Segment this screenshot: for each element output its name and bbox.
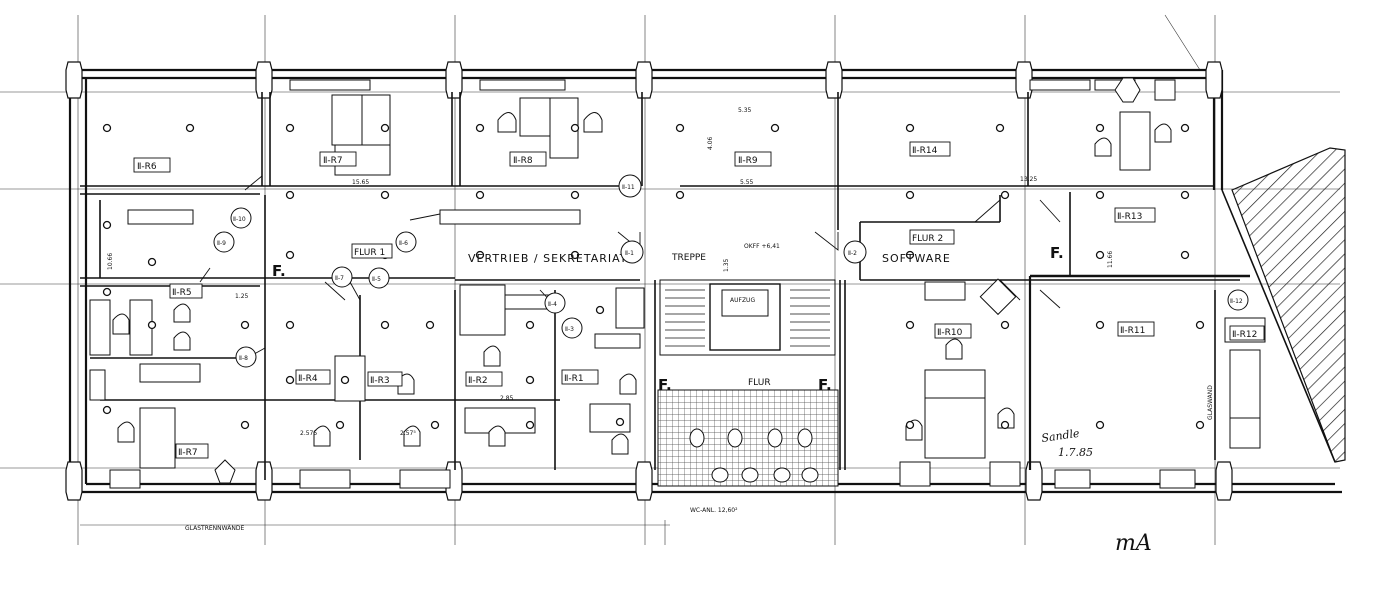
furniture: [89, 77, 1266, 489]
flur1-label: FLUR 1: [354, 248, 385, 258]
door-swings: [199, 175, 1061, 363]
tag-c11: Ⅱ-11: [622, 184, 635, 191]
dim-1325: 13.25: [1020, 176, 1037, 183]
fire-marker-1: F.: [272, 262, 286, 280]
dim-1166: 11.66: [1107, 251, 1114, 268]
signature-initials: mA: [1115, 531, 1152, 556]
zone-labels: FLUR 1 FLUR 2 VERTRIEB / SEKRETARIAT TRE…: [185, 234, 1214, 532]
room-label-boxes: [133, 141, 1265, 459]
stair-core: [659, 279, 836, 356]
dim-135: 1.35: [723, 258, 730, 272]
wc-label: WC-ANL. 12,60²: [690, 507, 738, 514]
dim-1066: 10.66: [107, 253, 114, 270]
interior-walls: [80, 92, 1250, 480]
okff-label: OKFF +6,41: [744, 243, 780, 250]
tag-c7: Ⅱ-7: [335, 275, 344, 282]
dim-125: 1.25: [235, 293, 249, 300]
flur2-label: FLUR 2: [912, 234, 943, 244]
circle-tags: Ⅱ-11 Ⅱ-10 Ⅱ-9 Ⅱ-6 Ⅱ-7 Ⅱ-5 Ⅱ-4 Ⅱ-3 Ⅱ-8 Ⅱ-…: [213, 174, 1249, 368]
room-label-r4: Ⅱ-R4: [298, 374, 318, 384]
tag-c8: Ⅱ-8: [239, 355, 248, 362]
room-label-r7b: Ⅱ-R7: [178, 448, 198, 458]
dim-257: 2.57⁵: [400, 430, 416, 437]
dim-1565: 15.65: [352, 179, 369, 186]
room-label-r1: Ⅱ-R1: [564, 374, 584, 384]
tag-c6: Ⅱ-6: [399, 240, 408, 247]
signature-date: 1.7.85: [1058, 446, 1093, 459]
room-label-r13: Ⅱ-R13: [1117, 212, 1142, 222]
software-label: SOFTWARE: [882, 252, 951, 265]
wc-area: [657, 389, 839, 487]
signature-name: Sandle: [1041, 427, 1081, 445]
vertrieb-label: VERTRIEB / SEKRETARIAT: [468, 252, 628, 265]
fire-markers: F. F. F. F. F.: [272, 244, 1064, 394]
dim-285: 2.85: [500, 395, 514, 402]
tag-c5: Ⅱ-5: [372, 276, 381, 283]
room-label-r11: Ⅱ-R11: [1120, 326, 1145, 336]
tag-c12: Ⅱ-12: [1230, 298, 1243, 305]
hatched-area: [1221, 147, 1346, 463]
room-label-r9: Ⅱ-R9: [738, 156, 758, 166]
dim-555: 5.55: [740, 179, 754, 186]
tag-c9: Ⅱ-9: [217, 240, 226, 247]
room-labels: Ⅱ-R6 Ⅱ-R7 Ⅱ-R8 Ⅱ-R9 Ⅱ-R14 Ⅱ-R13 Ⅱ-R5 Ⅱ-R…: [137, 146, 1257, 458]
room-label-r14: Ⅱ-R14: [912, 146, 938, 156]
room-label-r5: Ⅱ-R5: [172, 288, 192, 298]
tag-c4: Ⅱ-4: [548, 301, 557, 308]
window-posts: [65, 61, 1233, 501]
room-label-r10: Ⅱ-R10: [937, 328, 963, 338]
tag-c10: Ⅱ-10: [233, 216, 246, 223]
light-fixtures: [102, 123, 1205, 430]
room-label-r2: Ⅱ-R2: [468, 376, 488, 386]
aufzug-label: AUFZUG: [730, 297, 755, 304]
tag-c2: Ⅱ-2: [848, 250, 857, 257]
glastrenn-label: GLASTRENNWÄNDE: [185, 525, 244, 532]
fire-marker-3: F.: [658, 376, 672, 394]
tag-c1: Ⅱ-1: [625, 250, 634, 257]
dimension-labels: 5.35 5.55 15.65 4.06 13.25 10.66 11.66 2…: [107, 107, 1114, 437]
flur-wc-label: FLUR: [748, 378, 771, 388]
fire-marker-2: F.: [1050, 244, 1064, 262]
treppe-label: TREPPE: [671, 253, 706, 263]
room-label-r3: Ⅱ-R3: [370, 376, 390, 386]
dim-535: 5.35: [738, 107, 752, 114]
room-label-r6: Ⅱ-R6: [137, 162, 157, 172]
room-label-r7: Ⅱ-R7: [323, 156, 343, 166]
tag-c3: Ⅱ-3: [565, 326, 574, 333]
fire-marker-4: F.: [818, 376, 832, 394]
dim-406: 4.06: [707, 136, 714, 150]
glaswand-label: GLASWAND: [1207, 385, 1214, 420]
room-label-r8: Ⅱ-R8: [513, 156, 533, 166]
signature-block: Sandle 1.7.85 mA: [1041, 427, 1152, 556]
dim-2575: 2.575: [300, 430, 317, 437]
room-label-r12: Ⅱ-R12: [1232, 330, 1257, 340]
